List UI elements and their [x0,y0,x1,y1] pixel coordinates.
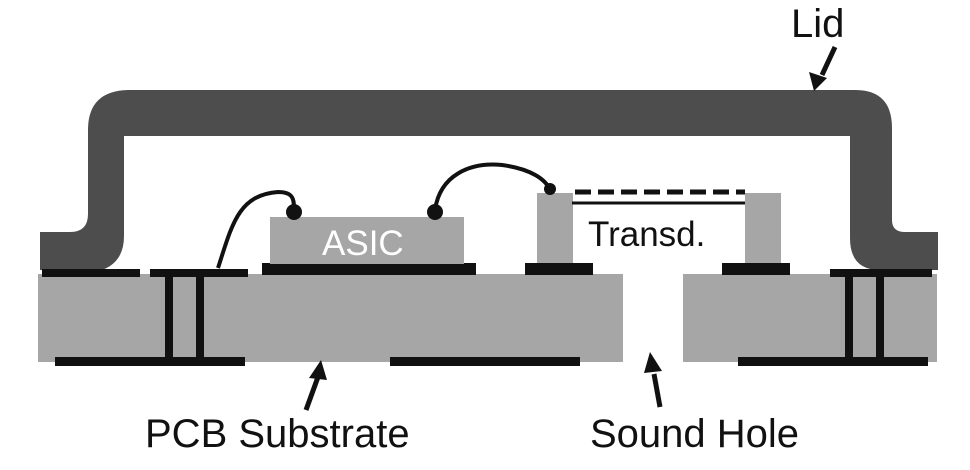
top-pad [722,263,790,275]
asic-label: ASIC [322,224,404,263]
top-pad [525,263,593,275]
bottom-pad [738,357,928,366]
top-pad [150,269,248,277]
sound-hole-label: Sound Hole [590,412,799,456]
via [196,275,204,361]
top-pad [42,269,140,277]
transducer-support-left [537,193,573,263]
asic-die [270,217,464,264]
pcb-substrate-label: PCB Substrate [145,412,410,456]
lid-arrow-line [819,45,838,77]
bottom-pad [55,357,245,366]
pcb-substrate-right [683,274,937,362]
lid-arrow-head [809,72,827,91]
lid-label: Lid [791,2,844,46]
transducer-support-right [745,193,781,263]
via [165,275,173,361]
top-pad [262,263,476,275]
bond-wire [433,162,552,211]
transducer-label: Transd. [588,215,705,254]
bond-wire [216,189,296,269]
pcb-substrate-arrow-line [303,376,321,411]
ball-bond [286,204,302,220]
ball-bond [544,183,556,195]
pcb-substrate-arrow-head [309,360,327,380]
sound-hole-arrow-head [644,352,662,373]
lid [40,90,938,270]
top-pad [830,269,932,277]
via [845,275,853,361]
via [876,275,884,361]
pcb-substrate-left [38,274,623,362]
bottom-pad [390,357,580,366]
sound-hole-arrow-line [651,373,663,408]
ball-bond [427,204,443,220]
